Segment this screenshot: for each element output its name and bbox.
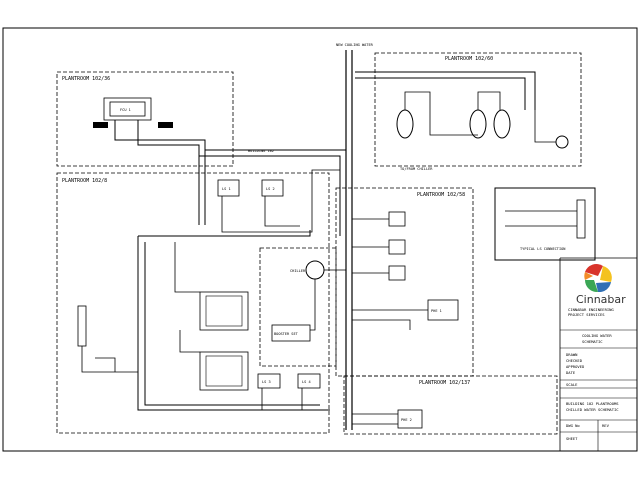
ls3-label: LS 3: [262, 380, 271, 384]
drawn-line-2: CHECKED: [566, 358, 583, 363]
phe2-label: PHE 2: [401, 418, 412, 422]
drawn-line-5: SCALE: [566, 382, 578, 387]
room-label-102-8: PLANTROOM 102/8: [62, 178, 107, 184]
sheet-border: [2, 27, 638, 452]
riser-note-top: NEW COOLING WATER: [336, 43, 374, 47]
typical-detail: TYPICAL LS CONNECTION: [494, 187, 596, 261]
cinnabar-logo: [584, 263, 612, 293]
sheet-label: SHEET: [566, 436, 578, 441]
equipment-label-top: FCU 1: [120, 108, 131, 112]
drawing-title-1: BUILDING 102 PLANTROOMS: [566, 401, 619, 406]
drawing-title-2: CHILLED WATER SCHEMATIC: [566, 407, 619, 412]
chiller-symbol: [305, 260, 325, 280]
booster-label: BOOSTER SET: [274, 332, 299, 336]
main-riser: NEW COOLING WATER TO/FROM CHILLER BUILDI…: [199, 43, 433, 430]
rev-label: REV: [602, 423, 610, 428]
pump-symbol: [555, 135, 569, 149]
drawn-line-1: DRAWN: [566, 352, 578, 357]
ls4-label: LS 4: [302, 380, 311, 384]
building-label: BUILDING 102: [248, 149, 274, 153]
plantroom-102-137: PLANTROOM 102/137 PHE 2: [343, 375, 558, 435]
dwg-no-label: DWG No: [566, 423, 580, 428]
detail-title: TYPICAL LS CONNECTION: [520, 247, 565, 251]
room-label-102-36: PLANTROOM 102/36: [62, 76, 110, 82]
company-line-1: CINNABAR ENGINEERING: [568, 307, 614, 312]
chiller-label: CHILLER: [290, 269, 306, 273]
company-line-2: PROJECT SERVICES: [568, 312, 605, 317]
pressure-vessel-2: [493, 109, 511, 139]
riser-note-mid: TO/FROM CHILLER: [400, 167, 433, 171]
title-block: Cinnabar CINNABAR ENGINEERING PROJECT SE…: [559, 257, 637, 451]
ls1-label: LS 1: [222, 187, 231, 191]
plantroom-102-60: PLANTROOM 102/60: [355, 52, 582, 167]
pressure-vessel-3: [469, 109, 487, 139]
logo-wordmark: Cinnabar: [576, 293, 626, 306]
phe1-label: PHE 1: [431, 309, 442, 313]
project-line-1: COOLING WATER: [582, 333, 612, 338]
plantroom-subarea: CHILLER BOOSTER SET: [259, 247, 346, 367]
project-line-2: SCHEMATIC: [582, 339, 603, 344]
pressure-vessel-1: [396, 109, 414, 139]
plantroom-102-58: PLANTROOM 102/58 PHE 1: [335, 187, 474, 377]
plantroom-102-8: PLANTROOM 102/8 LS 1 LS 2 LS 3 LS 4: [56, 169, 340, 434]
drawn-line-3: APPROVED: [566, 364, 585, 369]
room-label-102-60: PLANTROOM 102/60: [445, 56, 493, 62]
drawn-line-4: DATE: [566, 370, 576, 375]
plantroom-102-36: PLANTROOM 102/36 FCU 1: [56, 71, 234, 225]
ls2-label: LS 2: [266, 187, 275, 191]
room-label-102-137: PLANTROOM 102/137: [419, 380, 470, 386]
room-label-102-58: PLANTROOM 102/58: [417, 192, 465, 198]
